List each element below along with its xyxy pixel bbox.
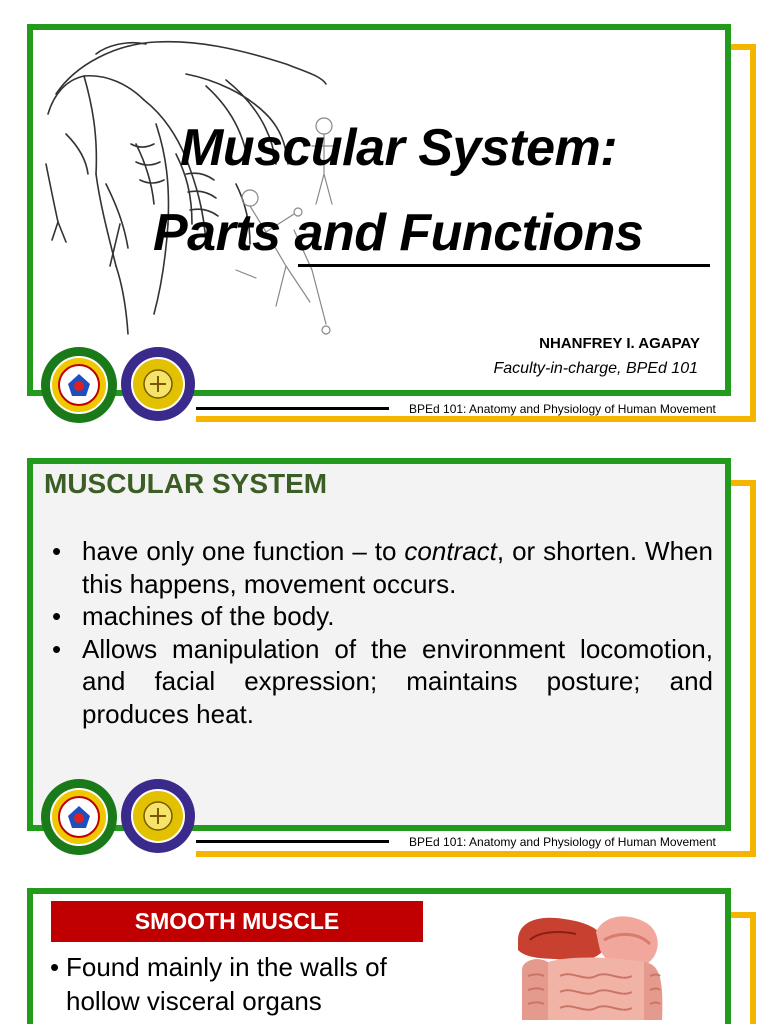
university-seal-icon	[41, 347, 117, 423]
slide-title-line-2: Parts and Functions	[153, 204, 644, 262]
gold-accent-right	[750, 912, 756, 1024]
smooth-muscle-slide: SMOOTH MUSCLE • Found mainly in the wall…	[0, 870, 768, 1024]
gold-accent-top	[726, 912, 756, 918]
digestive-organs-illustration	[518, 916, 663, 1020]
section-heading: MUSCULAR SYSTEM	[44, 468, 328, 499]
list-item: machines of the body.	[48, 600, 713, 633]
gold-accent-top	[726, 480, 756, 486]
section-label: SMOOTH MUSCLE	[51, 901, 423, 942]
gold-accent-bottom	[196, 851, 756, 857]
title-underline	[298, 264, 710, 267]
college-seal-icon	[121, 779, 195, 853]
footer-course-title: BPEd 101: Anatomy and Physiology of Huma…	[409, 402, 716, 416]
author-role: Faculty-in-charge, BPEd 101	[493, 360, 698, 377]
muscle-sketch-illustration	[45, 40, 337, 335]
author-name: NHANFREY I. AGAPAY	[539, 335, 700, 352]
gold-accent-top	[726, 44, 756, 50]
gold-accent-bottom	[196, 416, 756, 422]
gold-accent-right	[750, 44, 756, 422]
footer-rule	[196, 407, 389, 410]
college-seal-icon	[121, 347, 195, 421]
slide-frame	[27, 888, 731, 1024]
list-item: Allows manipulation of the environment l…	[48, 633, 713, 731]
gold-accent-right	[750, 480, 756, 857]
bullet-text: • Found mainly in the walls of hollow vi…	[50, 952, 387, 1016]
slide-title-line-1: Muscular System:	[180, 119, 618, 177]
slide-frame	[27, 458, 731, 831]
list-item: have only one function – to contract, or…	[48, 535, 713, 600]
university-seal-icon	[41, 779, 117, 855]
muscular-system-slide: MUSCULAR SYSTEM have only one function –…	[0, 438, 768, 870]
footer-course-title: BPEd 101: Anatomy and Physiology of Huma…	[409, 835, 716, 849]
slide-frame	[27, 24, 731, 396]
bullet-list: have only one function – to contract, or…	[48, 535, 713, 730]
title-slide: Muscular System: Parts and Functions NHA…	[0, 0, 768, 438]
footer-rule	[196, 840, 389, 843]
